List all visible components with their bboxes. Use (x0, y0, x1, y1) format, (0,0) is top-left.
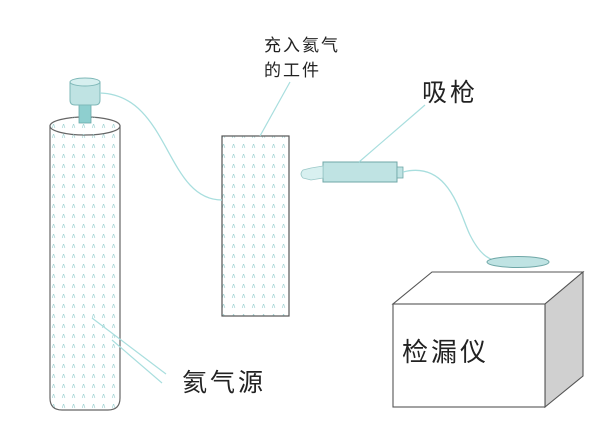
sniffer-gun (300, 161, 404, 183)
cylinder-valve (69, 77, 101, 124)
source-label: 氦气源 (182, 368, 266, 397)
helium-source-cylinder (49, 116, 121, 411)
detector-inlet (486, 256, 550, 268)
gun-label: 吸枪 (422, 78, 478, 107)
workpiece-leader (259, 81, 291, 137)
leader-lines (91, 81, 426, 384)
supply-hose (99, 92, 223, 201)
workpiece-label-line2: 的工件 (264, 61, 321, 81)
workpiece (221, 135, 290, 317)
detector-hose (402, 169, 506, 263)
detector-label: 检漏仪 (402, 338, 489, 368)
workpiece-label-line1: 充入氦气 (264, 36, 340, 56)
leak-detector (391, 270, 585, 409)
source-leader-2 (111, 339, 163, 384)
gun-leader (358, 104, 426, 163)
source-leader-1 (91, 317, 167, 375)
